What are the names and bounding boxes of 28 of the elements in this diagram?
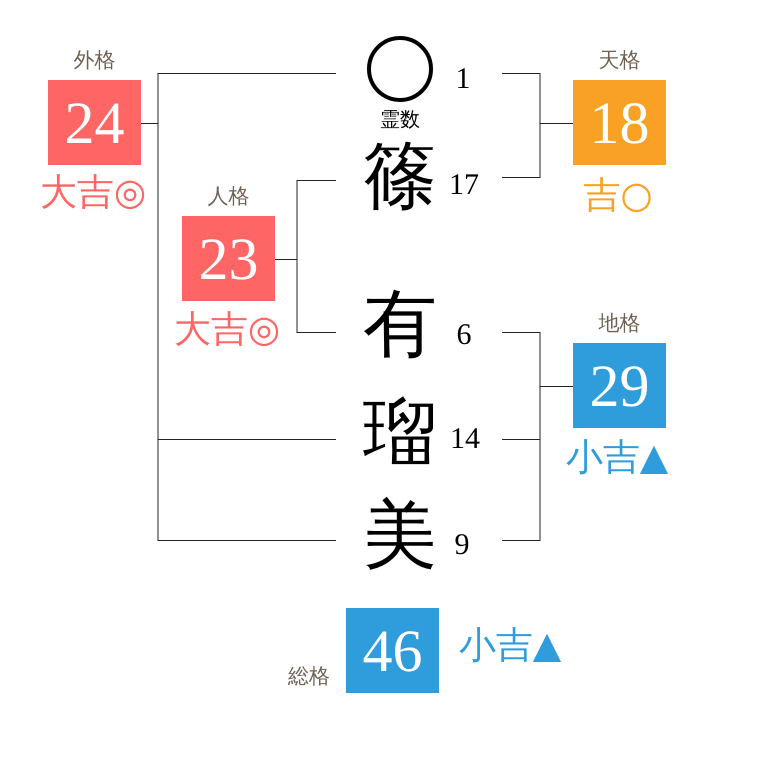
connector-line <box>502 386 574 541</box>
stroke-count: 1 <box>456 64 470 94</box>
stroke-count: 14 <box>450 424 480 454</box>
category-label: 総格 <box>288 665 330 687</box>
fortune-label: 大吉◎ <box>174 310 280 348</box>
category-label: 地格 <box>598 312 640 334</box>
score-tile: 23 <box>182 216 275 301</box>
score-tile: 46 <box>346 608 439 693</box>
name-character: 瑠 <box>363 395 437 469</box>
fortune-label: 小吉▲ <box>458 626 562 664</box>
name-character: 有 <box>363 287 437 361</box>
stroke-count: 17 <box>449 170 479 200</box>
stroke-count: 6 <box>456 320 472 350</box>
category-label: 人格 <box>208 185 250 207</box>
fortune-label: 吉○ <box>583 176 653 214</box>
name-character: 篠 <box>363 139 437 213</box>
fortune-label: 小吉▲ <box>566 438 668 476</box>
score-tile: 29 <box>573 343 666 428</box>
score-tile: 24 <box>48 80 141 165</box>
caption-label: 霊数 <box>380 109 420 129</box>
name-character: 美 <box>363 498 437 572</box>
category-label: 外格 <box>74 49 116 71</box>
connector-line <box>502 123 574 178</box>
score-tile: 18 <box>573 80 666 165</box>
stroke-count: 9 <box>454 530 470 560</box>
category-label: 天格 <box>598 49 640 71</box>
connector-line <box>274 259 336 333</box>
fortune-label: 大吉◎ <box>40 174 146 210</box>
